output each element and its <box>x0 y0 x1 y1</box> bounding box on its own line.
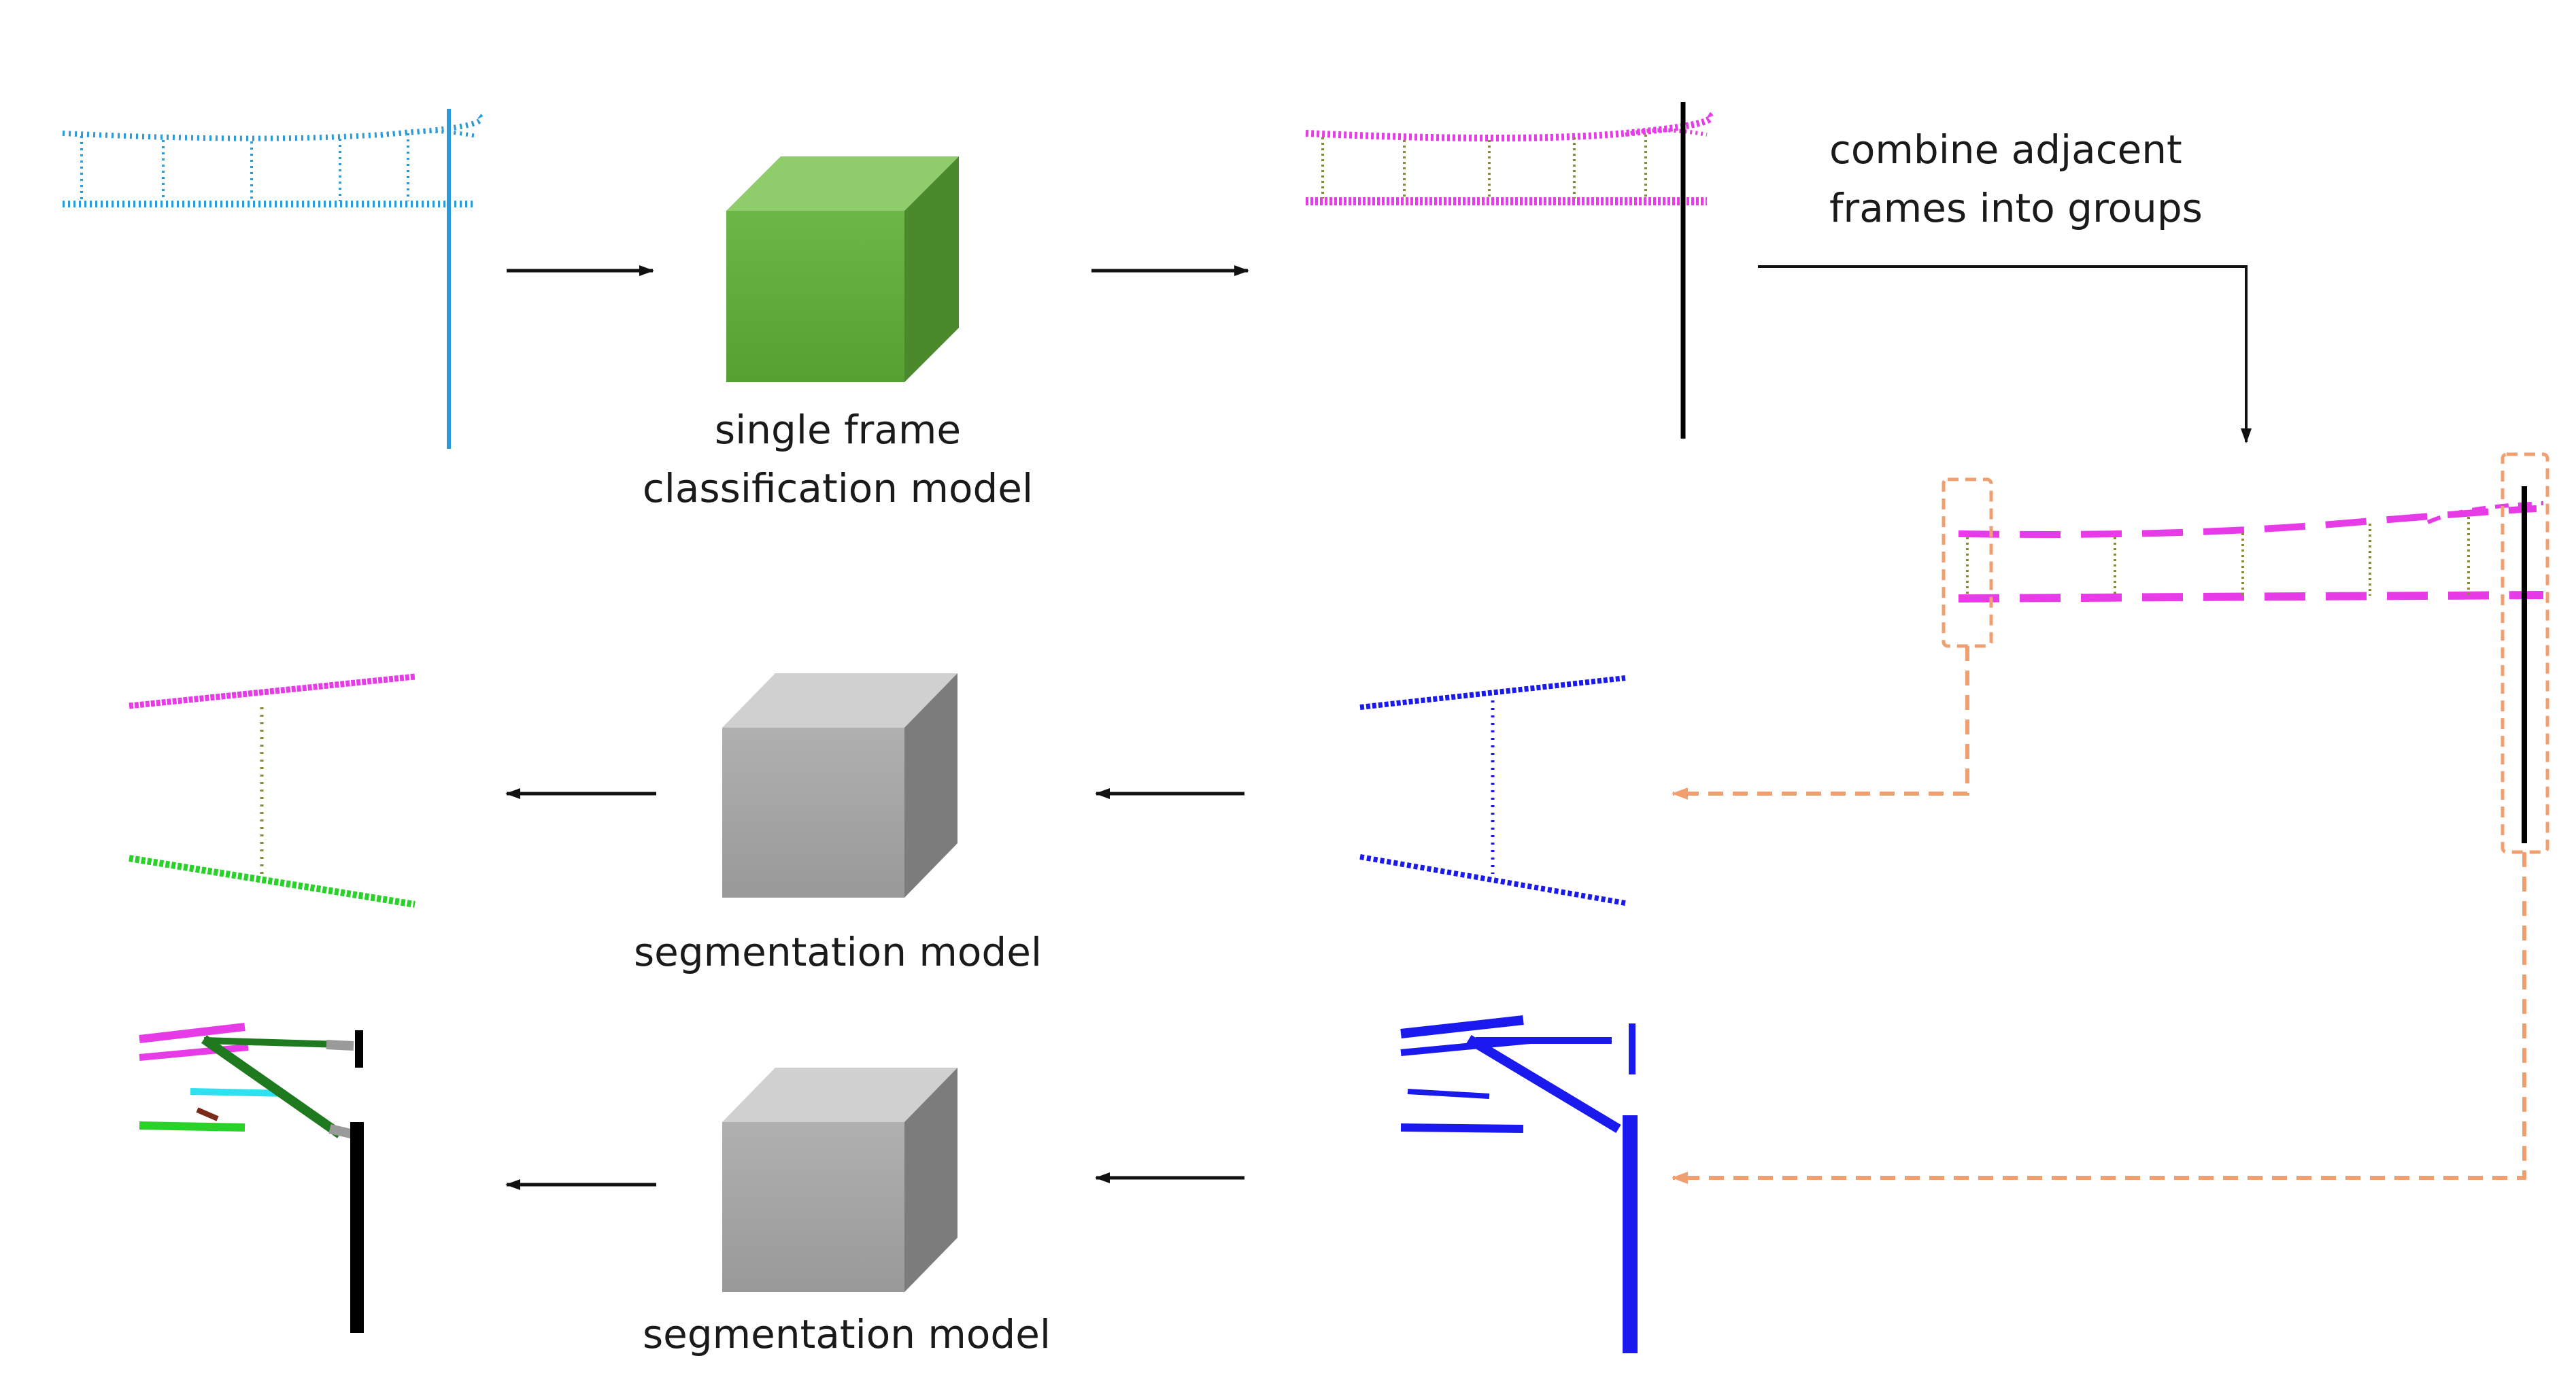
gray-cube-icon <box>722 673 957 898</box>
segmentation-label-bottom: segmentation model <box>643 1311 1051 1357</box>
combine-label-line2: frames into groups <box>1829 185 2203 231</box>
gray-cube-icon-bottom <box>722 1068 957 1292</box>
pole-group-point-cloud <box>1400 1015 1638 1353</box>
raw-frame-point-cloud <box>62 109 484 449</box>
flow-arrow-combine <box>1758 265 2252 443</box>
classification-label-line1: single frame <box>715 407 961 453</box>
segmented-span-point-cloud <box>129 673 416 908</box>
grouped-frames-point-cloud <box>1958 486 2544 843</box>
group-link-span <box>1672 646 1969 800</box>
classification-label-line2: classification model <box>643 465 1033 511</box>
group-box-span <box>1942 477 1993 648</box>
group-link-pole <box>1672 852 2526 1184</box>
segmentation-label-mid: segmentation model <box>634 929 1042 975</box>
combine-label-line1: combine adjacent <box>1829 126 2182 173</box>
green-cube-icon <box>726 156 959 382</box>
span-group-point-cloud <box>1359 675 1626 906</box>
group-box-pole <box>2501 452 2549 854</box>
segmented-pole-point-cloud <box>139 1023 364 1333</box>
classified-frame-point-cloud <box>1305 102 1714 439</box>
